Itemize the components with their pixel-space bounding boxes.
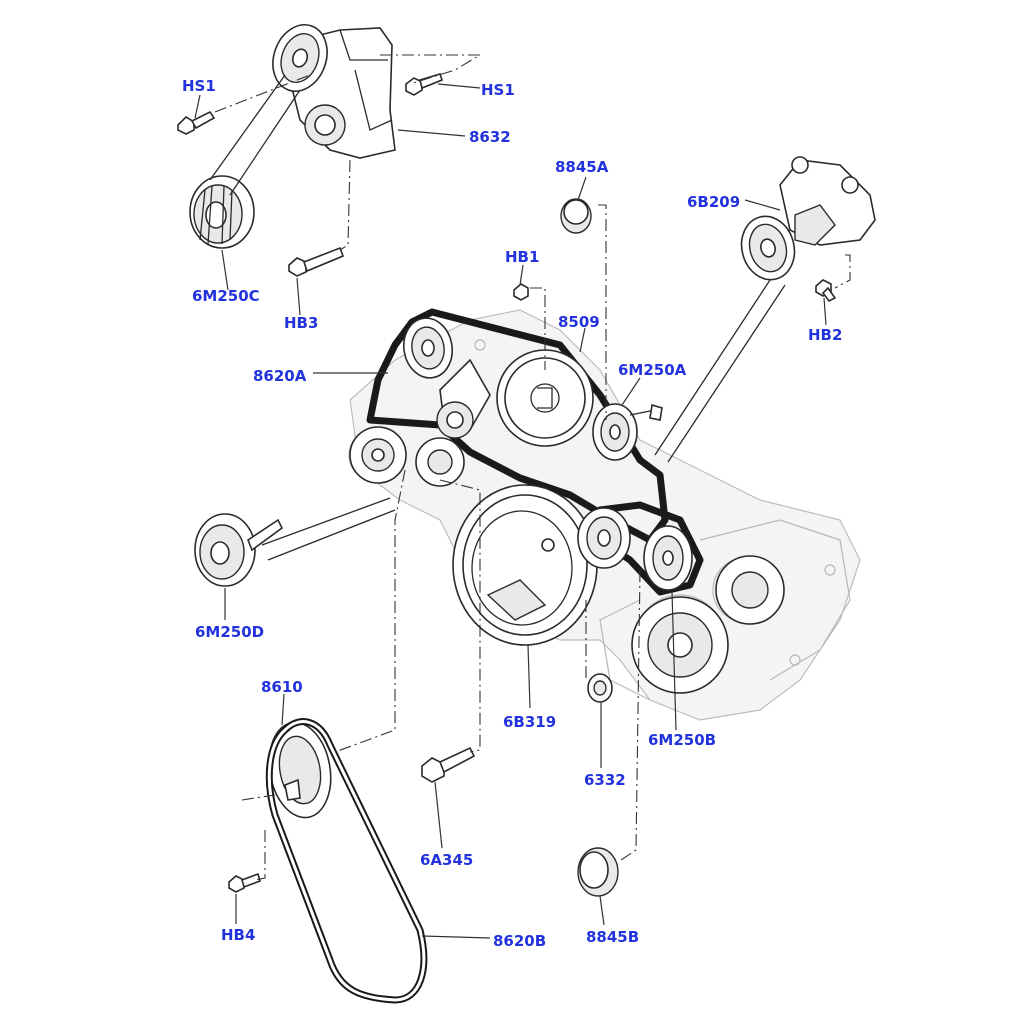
callout-8845b: 8845B (586, 928, 639, 946)
callout-8632: 8632 (469, 128, 511, 146)
bolt-6a345 (421, 746, 476, 783)
callout-6m250d: 6M250D (195, 623, 264, 641)
idler-pulley-6m250c (189, 175, 255, 249)
belt-8620a (366, 308, 669, 544)
cap-8845a (560, 198, 592, 234)
ac-compressor (631, 555, 785, 694)
callout-8620b: 8620B (493, 932, 546, 950)
callout-8845a: 8845A (555, 158, 609, 176)
belt-segment-c (209, 74, 301, 196)
belt-segment-d (261, 497, 396, 561)
ps-pulley (349, 426, 465, 487)
callout-6m250b: 6M250B (648, 731, 716, 749)
bolt-hb3 (288, 246, 345, 277)
callout-hb1: HB1 (505, 248, 539, 266)
belt-segment-b209 (654, 279, 786, 463)
callout-hb2: HB2 (808, 326, 842, 344)
callout-hb4: HB4 (221, 926, 255, 944)
callout-hs1-left: HS1 (182, 77, 216, 95)
crankshaft-damper-6b319 (452, 484, 598, 646)
tensioner-bracket-8632 (272, 24, 396, 159)
idler-pulley-6m250a (592, 403, 663, 461)
idler-pulley-mid (577, 507, 631, 569)
idler-pulley-6m250d (194, 513, 284, 587)
callout-8509: 8509 (558, 313, 600, 331)
pulley-upper-left (402, 317, 454, 379)
leader-lines (194, 83, 827, 939)
callout-6b319: 6B319 (503, 713, 556, 731)
bolt-hs1-left (177, 110, 216, 135)
spacer-6332 (587, 673, 613, 703)
crank-pulley-8610 (268, 721, 332, 819)
pulley-8509 (496, 349, 594, 447)
tensioner-6b209 (740, 156, 876, 281)
callout-labels: HS1 HS1 8632 8845A 6B209 6M250C HB3 HB1 … (182, 77, 842, 950)
center-lines (214, 54, 851, 881)
callout-6m250c: 6M250C (192, 287, 260, 305)
cap-8845b (577, 847, 619, 897)
water-pump-housing (436, 358, 491, 439)
callout-hb3: HB3 (284, 314, 318, 332)
callout-6b209: 6B209 (687, 193, 740, 211)
bolt-hb4 (228, 872, 261, 893)
callout-hs1-right: HS1 (481, 81, 515, 99)
callout-6m250a: 6M250A (618, 361, 687, 379)
callout-8620a: 8620A (253, 367, 307, 385)
idler-pulley-6m250b (643, 525, 693, 591)
bolt-hb2 (815, 279, 837, 303)
bolt-hb1 (513, 283, 529, 301)
belt-8620b (265, 718, 428, 1004)
callout-6332: 6332 (584, 771, 626, 789)
callout-6a345: 6A345 (420, 851, 473, 869)
callout-8610: 8610 (261, 678, 303, 696)
bolt-hs1-right (405, 73, 443, 96)
